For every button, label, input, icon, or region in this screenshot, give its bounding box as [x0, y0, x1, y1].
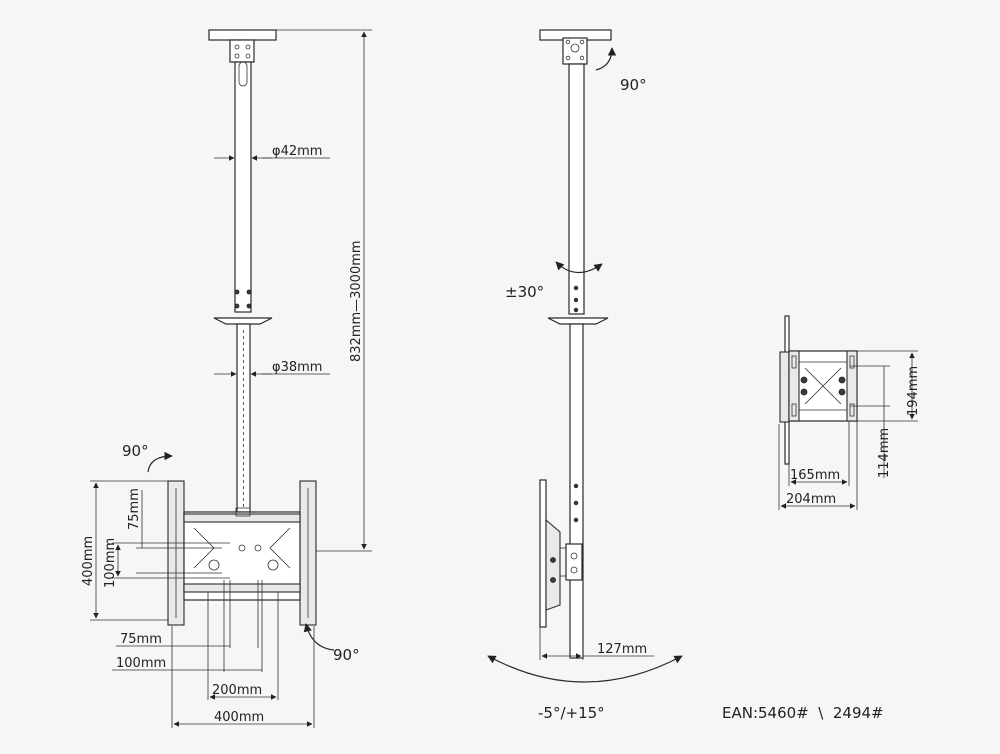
dim-height-outer-label: 194mm — [906, 366, 921, 416]
ean-label: EAN:5460# \ 2494# — [722, 704, 884, 722]
dim-v-400-label: 400mm — [81, 536, 96, 586]
dim-h-75-label: 75mm — [120, 632, 162, 647]
dim-h-100-label: 100mm — [116, 656, 166, 671]
dim-v-75-label: 75mm — [127, 488, 142, 530]
front-view: 90° 90° φ42mm φ38mm 832mm—3000mm 400mm 1… — [81, 29, 372, 728]
side-upper-tube — [568, 63, 585, 315]
dim-width-inner-label: 165mm — [790, 468, 840, 483]
dim-length-label: 832mm—3000mm — [349, 240, 364, 362]
side-lower-tube — [569, 323, 584, 659]
dim-height-inner-label: 114mm — [877, 428, 892, 478]
side-cover-disk — [547, 317, 609, 325]
bracket-detail: 194mm 114mm 165mm 204mm — [778, 315, 921, 510]
dim-width-outer-label: 204mm — [786, 492, 836, 507]
front-angle-bottom-label: 90° — [333, 646, 360, 664]
dim-depth-label: 127mm — [597, 642, 647, 657]
tilt-mechanism — [539, 479, 583, 628]
dim-tube-upper-label: φ42mm — [272, 144, 322, 159]
dim-h-400-label: 400mm — [214, 710, 264, 725]
cover-disk — [213, 317, 273, 325]
upper-tube — [234, 61, 252, 313]
side-view: 90° ±30° 127mm -5°/+15° — [487, 29, 683, 722]
side-angle-tilt-label: -5°/+15° — [538, 704, 605, 722]
side-angle-rotation-label: ±30° — [505, 283, 544, 301]
lower-tube — [236, 323, 251, 513]
dim-h-200-label: 200mm — [212, 683, 262, 698]
ceiling-bracket — [229, 39, 255, 63]
front-angle-top-label: 90° — [122, 442, 149, 460]
dim-v-100-label: 100mm — [103, 538, 118, 588]
ceiling-plate — [208, 29, 277, 41]
side-angle-top-label: 90° — [620, 76, 647, 94]
dim-tube-lower-label: φ38mm — [272, 360, 322, 375]
